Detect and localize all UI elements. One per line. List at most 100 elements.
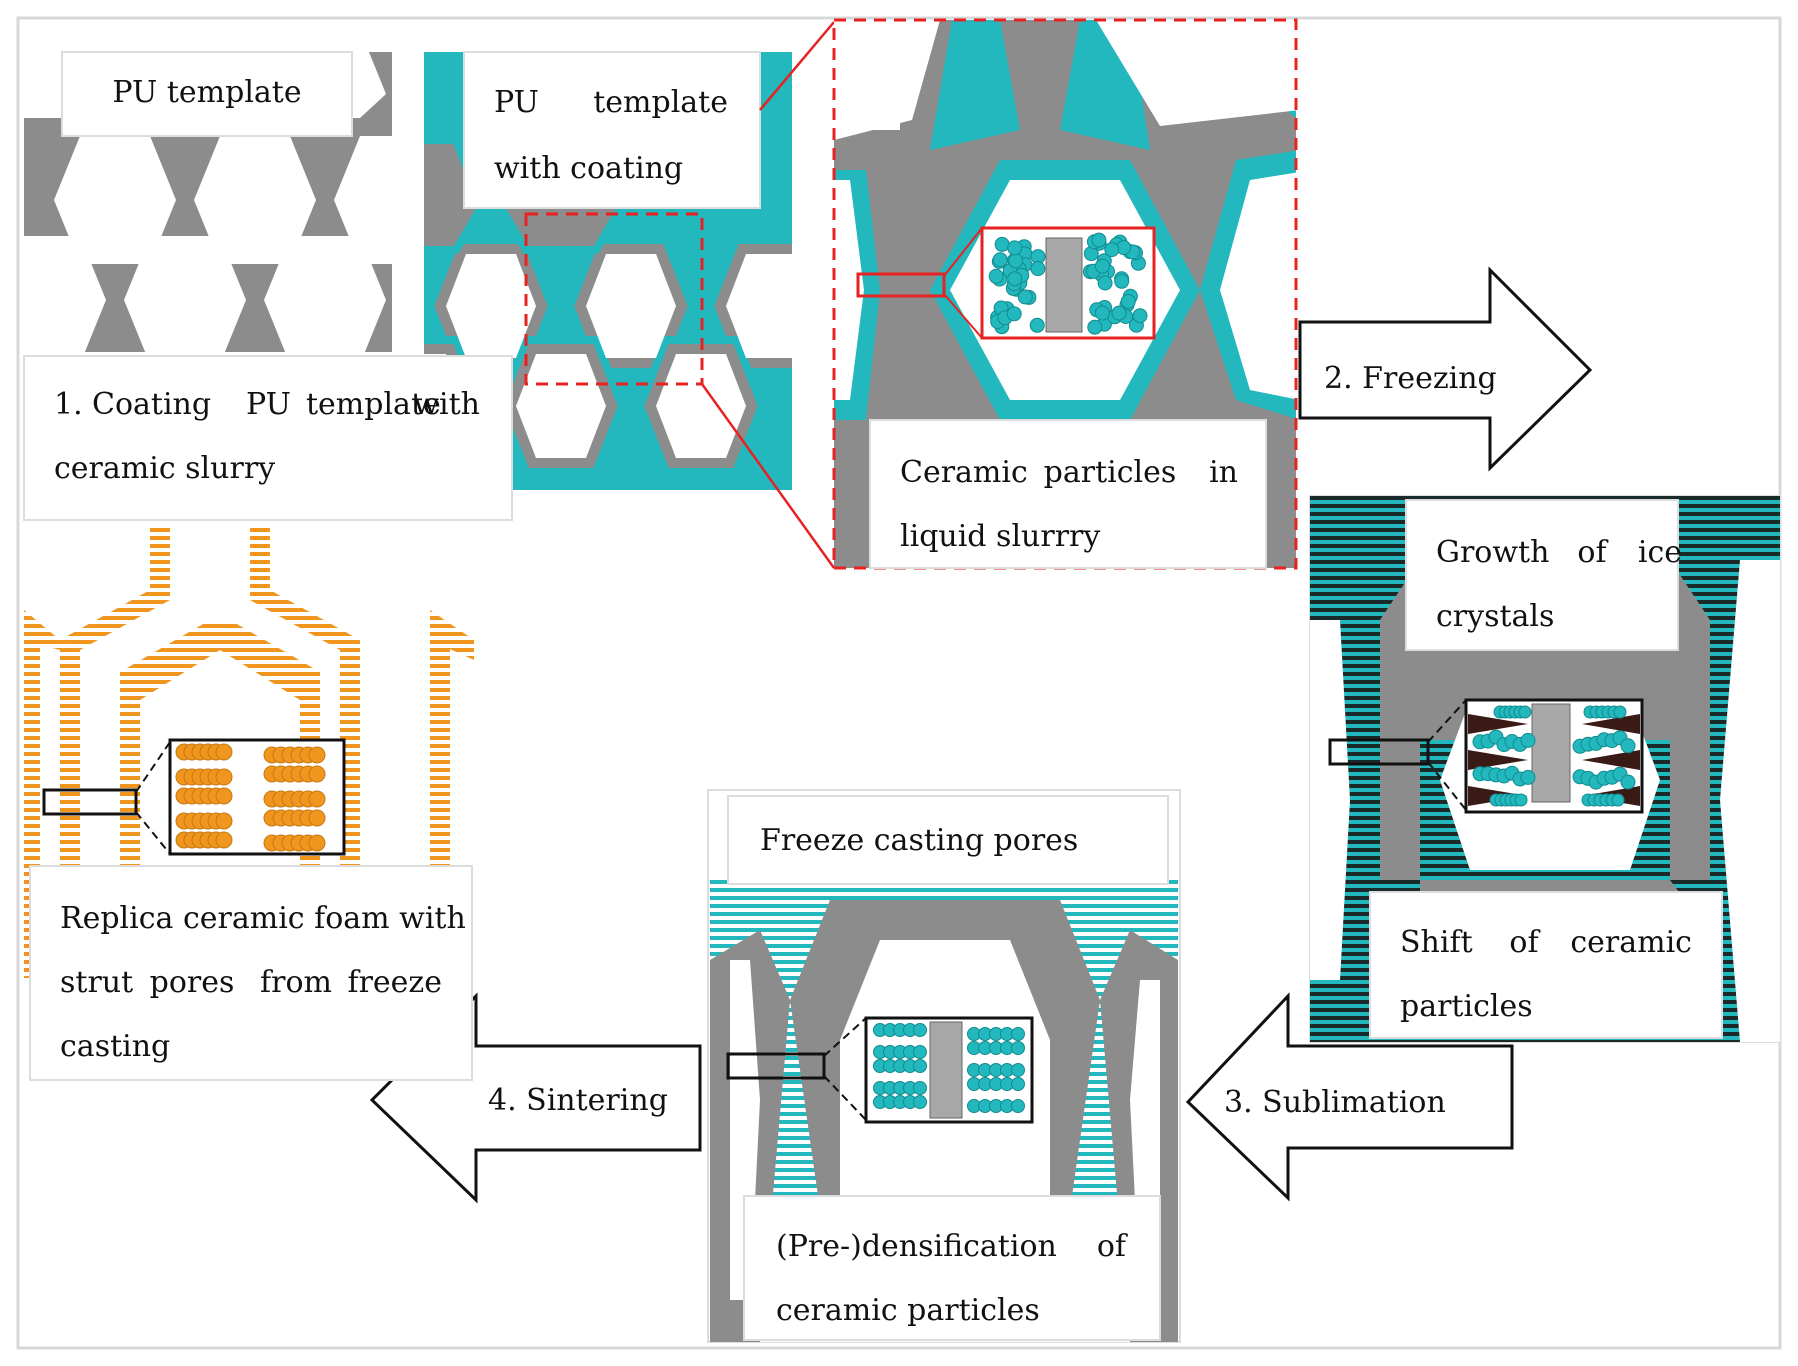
- coated-label-word2: template: [593, 85, 728, 120]
- ice-label-w3: ice: [1638, 535, 1682, 570]
- shift-label-w2: of: [1509, 925, 1540, 960]
- step4-label: 4. Sintering: [488, 1083, 668, 1118]
- particle: [215, 831, 233, 849]
- strut-core-4: [1531, 703, 1571, 803]
- pu-template-label: PU template: [112, 75, 301, 110]
- particle: [1120, 293, 1136, 309]
- particle: [1029, 317, 1045, 333]
- ceramic-label-w3: in: [1209, 455, 1238, 490]
- replica-label-w3: from: [260, 965, 332, 1000]
- predens-label-box: [743, 1195, 1161, 1341]
- particle: [1011, 1027, 1025, 1041]
- step2-label: 2. Freezing: [1324, 361, 1497, 396]
- shift-label-box: [1369, 891, 1723, 1039]
- strut-core-5: [929, 1021, 963, 1119]
- inset-line-ice-bottom: [1427, 761, 1467, 811]
- strut-marker-ice: [1328, 738, 1430, 766]
- inset-line-replica-bottom: [135, 811, 171, 855]
- pu-template-label-box: [61, 51, 353, 137]
- freezing-arrow: [1298, 266, 1593, 472]
- strut-marker-predens: [726, 1052, 826, 1080]
- particle: [1104, 242, 1120, 258]
- step1-w5: with: [413, 387, 480, 422]
- particle: [1114, 273, 1130, 289]
- predens-label-line2: ceramic particles: [776, 1293, 1040, 1328]
- ceramic-label-line2: liquid slurrry: [900, 519, 1100, 554]
- zoom-region-marker: [524, 212, 704, 386]
- particle: [1111, 305, 1127, 321]
- ceramic-particles-random: [988, 232, 1148, 335]
- strut-marker-replica: [42, 788, 138, 816]
- step1-label-line2: ceramic slurry: [54, 451, 275, 486]
- ceramic-label-w2: particles: [1044, 455, 1177, 490]
- zoom-line-top: [759, 21, 835, 111]
- particle: [215, 768, 233, 786]
- particle: [913, 1045, 927, 1059]
- particle: [215, 743, 233, 761]
- particle: [308, 765, 326, 783]
- particle: [308, 790, 326, 808]
- particle: [992, 252, 1008, 268]
- inset-line-predens-top: [823, 1017, 867, 1057]
- particle: [1008, 253, 1024, 269]
- particle: [1094, 258, 1110, 274]
- step1-w1: 1.: [54, 387, 83, 422]
- replica-label-box: [29, 865, 473, 1081]
- particle: [913, 1059, 927, 1073]
- step3-label: 3. Sublimation: [1224, 1085, 1446, 1120]
- particle: [308, 834, 326, 852]
- particle: [913, 1081, 927, 1095]
- sintered-particles: [175, 743, 326, 852]
- step1-w3: PU: [246, 387, 291, 422]
- particle: [1030, 261, 1046, 277]
- particle: [1097, 275, 1113, 291]
- ceramic-label-w1: Ceramic: [900, 455, 1028, 490]
- ice-label-w2: of: [1577, 535, 1608, 570]
- particle: [308, 809, 326, 827]
- particle: [1514, 793, 1528, 807]
- particle: [988, 268, 1004, 284]
- shift-label-w1: Shift: [1400, 925, 1473, 960]
- strut-core-3: [1045, 237, 1083, 333]
- zoom-line-bottom: [700, 383, 836, 569]
- particle: [1006, 306, 1022, 322]
- particle: [1520, 732, 1536, 748]
- particle: [913, 1095, 927, 1109]
- particle: [308, 746, 326, 764]
- freeze-pores-label-box: [727, 795, 1169, 885]
- particle: [1007, 271, 1023, 287]
- particle: [994, 236, 1010, 252]
- strut-marker-red: [856, 272, 946, 298]
- step1-w2: Coating: [92, 387, 211, 422]
- particle: [1011, 1063, 1025, 1077]
- freeze-pores-label: Freeze casting pores: [760, 823, 1078, 858]
- replica-label-w1: strut: [60, 965, 133, 1000]
- replica-label-w4: freeze: [347, 965, 442, 1000]
- predens-label-w1: (Pre-)densification: [776, 1229, 1057, 1264]
- particle: [1011, 1099, 1025, 1113]
- replica-label-line3: casting: [60, 1029, 170, 1064]
- shift-label-w3: ceramic: [1570, 925, 1692, 960]
- step1-w4: template: [306, 387, 441, 422]
- particle: [1620, 738, 1636, 754]
- replica-label-w2: pores: [150, 965, 235, 1000]
- inset-line-red-top: [943, 227, 983, 277]
- particle: [1011, 1041, 1025, 1055]
- step1-label-line1: 1. Coating PU template with: [54, 387, 480, 422]
- ceramic-particles-pushed: [1472, 705, 1636, 807]
- particle: [1613, 705, 1627, 719]
- particle: [1611, 793, 1625, 807]
- ice-label-line2: crystals: [1436, 599, 1554, 634]
- particle: [1132, 308, 1148, 324]
- shift-label-line2: particles: [1400, 989, 1533, 1024]
- particle: [913, 1023, 927, 1037]
- particle: [1091, 232, 1107, 248]
- particle: [1007, 240, 1023, 256]
- predens-label-w2: of: [1097, 1229, 1128, 1264]
- inset-line-predens-bottom: [823, 1075, 867, 1121]
- particle: [1017, 289, 1033, 305]
- particle: [215, 787, 233, 805]
- ice-label-w1: Growth: [1436, 535, 1549, 570]
- coated-label-line2: with coating: [494, 151, 683, 186]
